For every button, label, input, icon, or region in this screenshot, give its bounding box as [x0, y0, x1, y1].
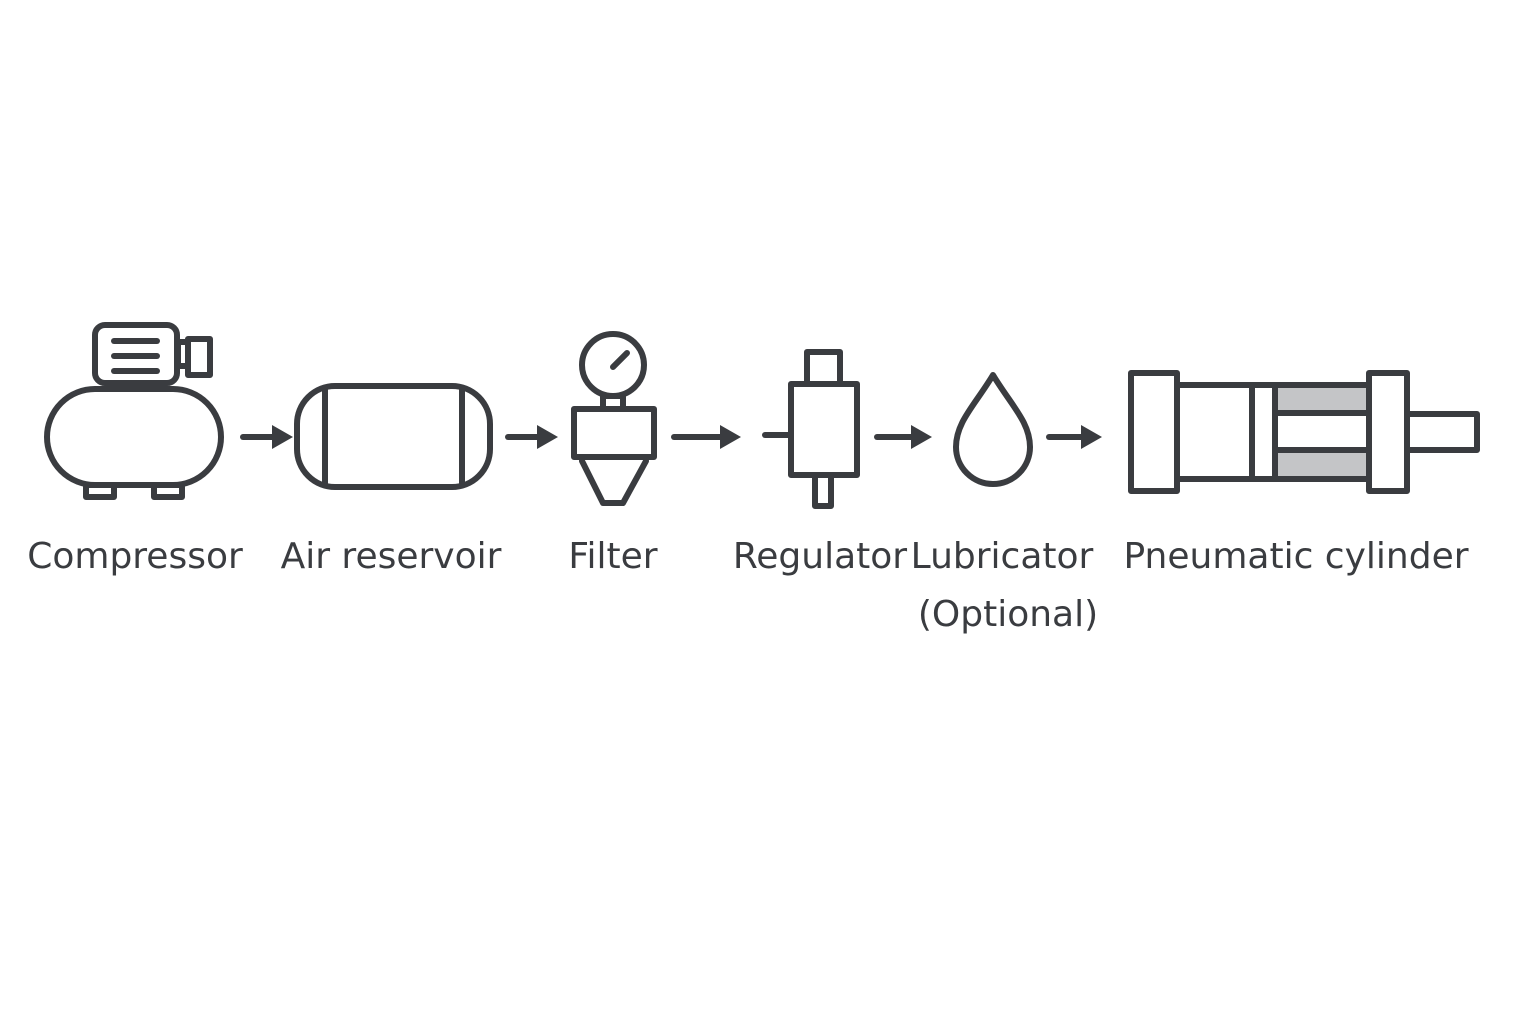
flow-arrow: [874, 425, 932, 449]
flow-arrow: [240, 425, 293, 449]
filter-label: Filter: [568, 536, 658, 577]
compressor-icon: [44, 322, 224, 500]
oil-drop-icon: [953, 372, 1033, 487]
flow-arrow: [1046, 425, 1102, 449]
lubricator-label: Lubricator: [910, 536, 1094, 577]
cylinder-icon: [1128, 370, 1480, 494]
pneumatic-cylinder-label: Pneumatic cylinder: [1123, 536, 1469, 577]
tank-icon: [294, 383, 493, 490]
compressor-label: Compressor: [27, 536, 243, 577]
air-reservoir-label: Air reservoir: [280, 536, 502, 577]
regulator-valve-icon: [762, 349, 860, 509]
filter-gauge-icon: [571, 331, 657, 506]
regulator-label: Regulator: [732, 536, 908, 577]
lubricator-optional-label: (Optional): [917, 594, 1099, 635]
flow-arrow: [671, 425, 741, 449]
flow-arrow: [505, 425, 558, 449]
